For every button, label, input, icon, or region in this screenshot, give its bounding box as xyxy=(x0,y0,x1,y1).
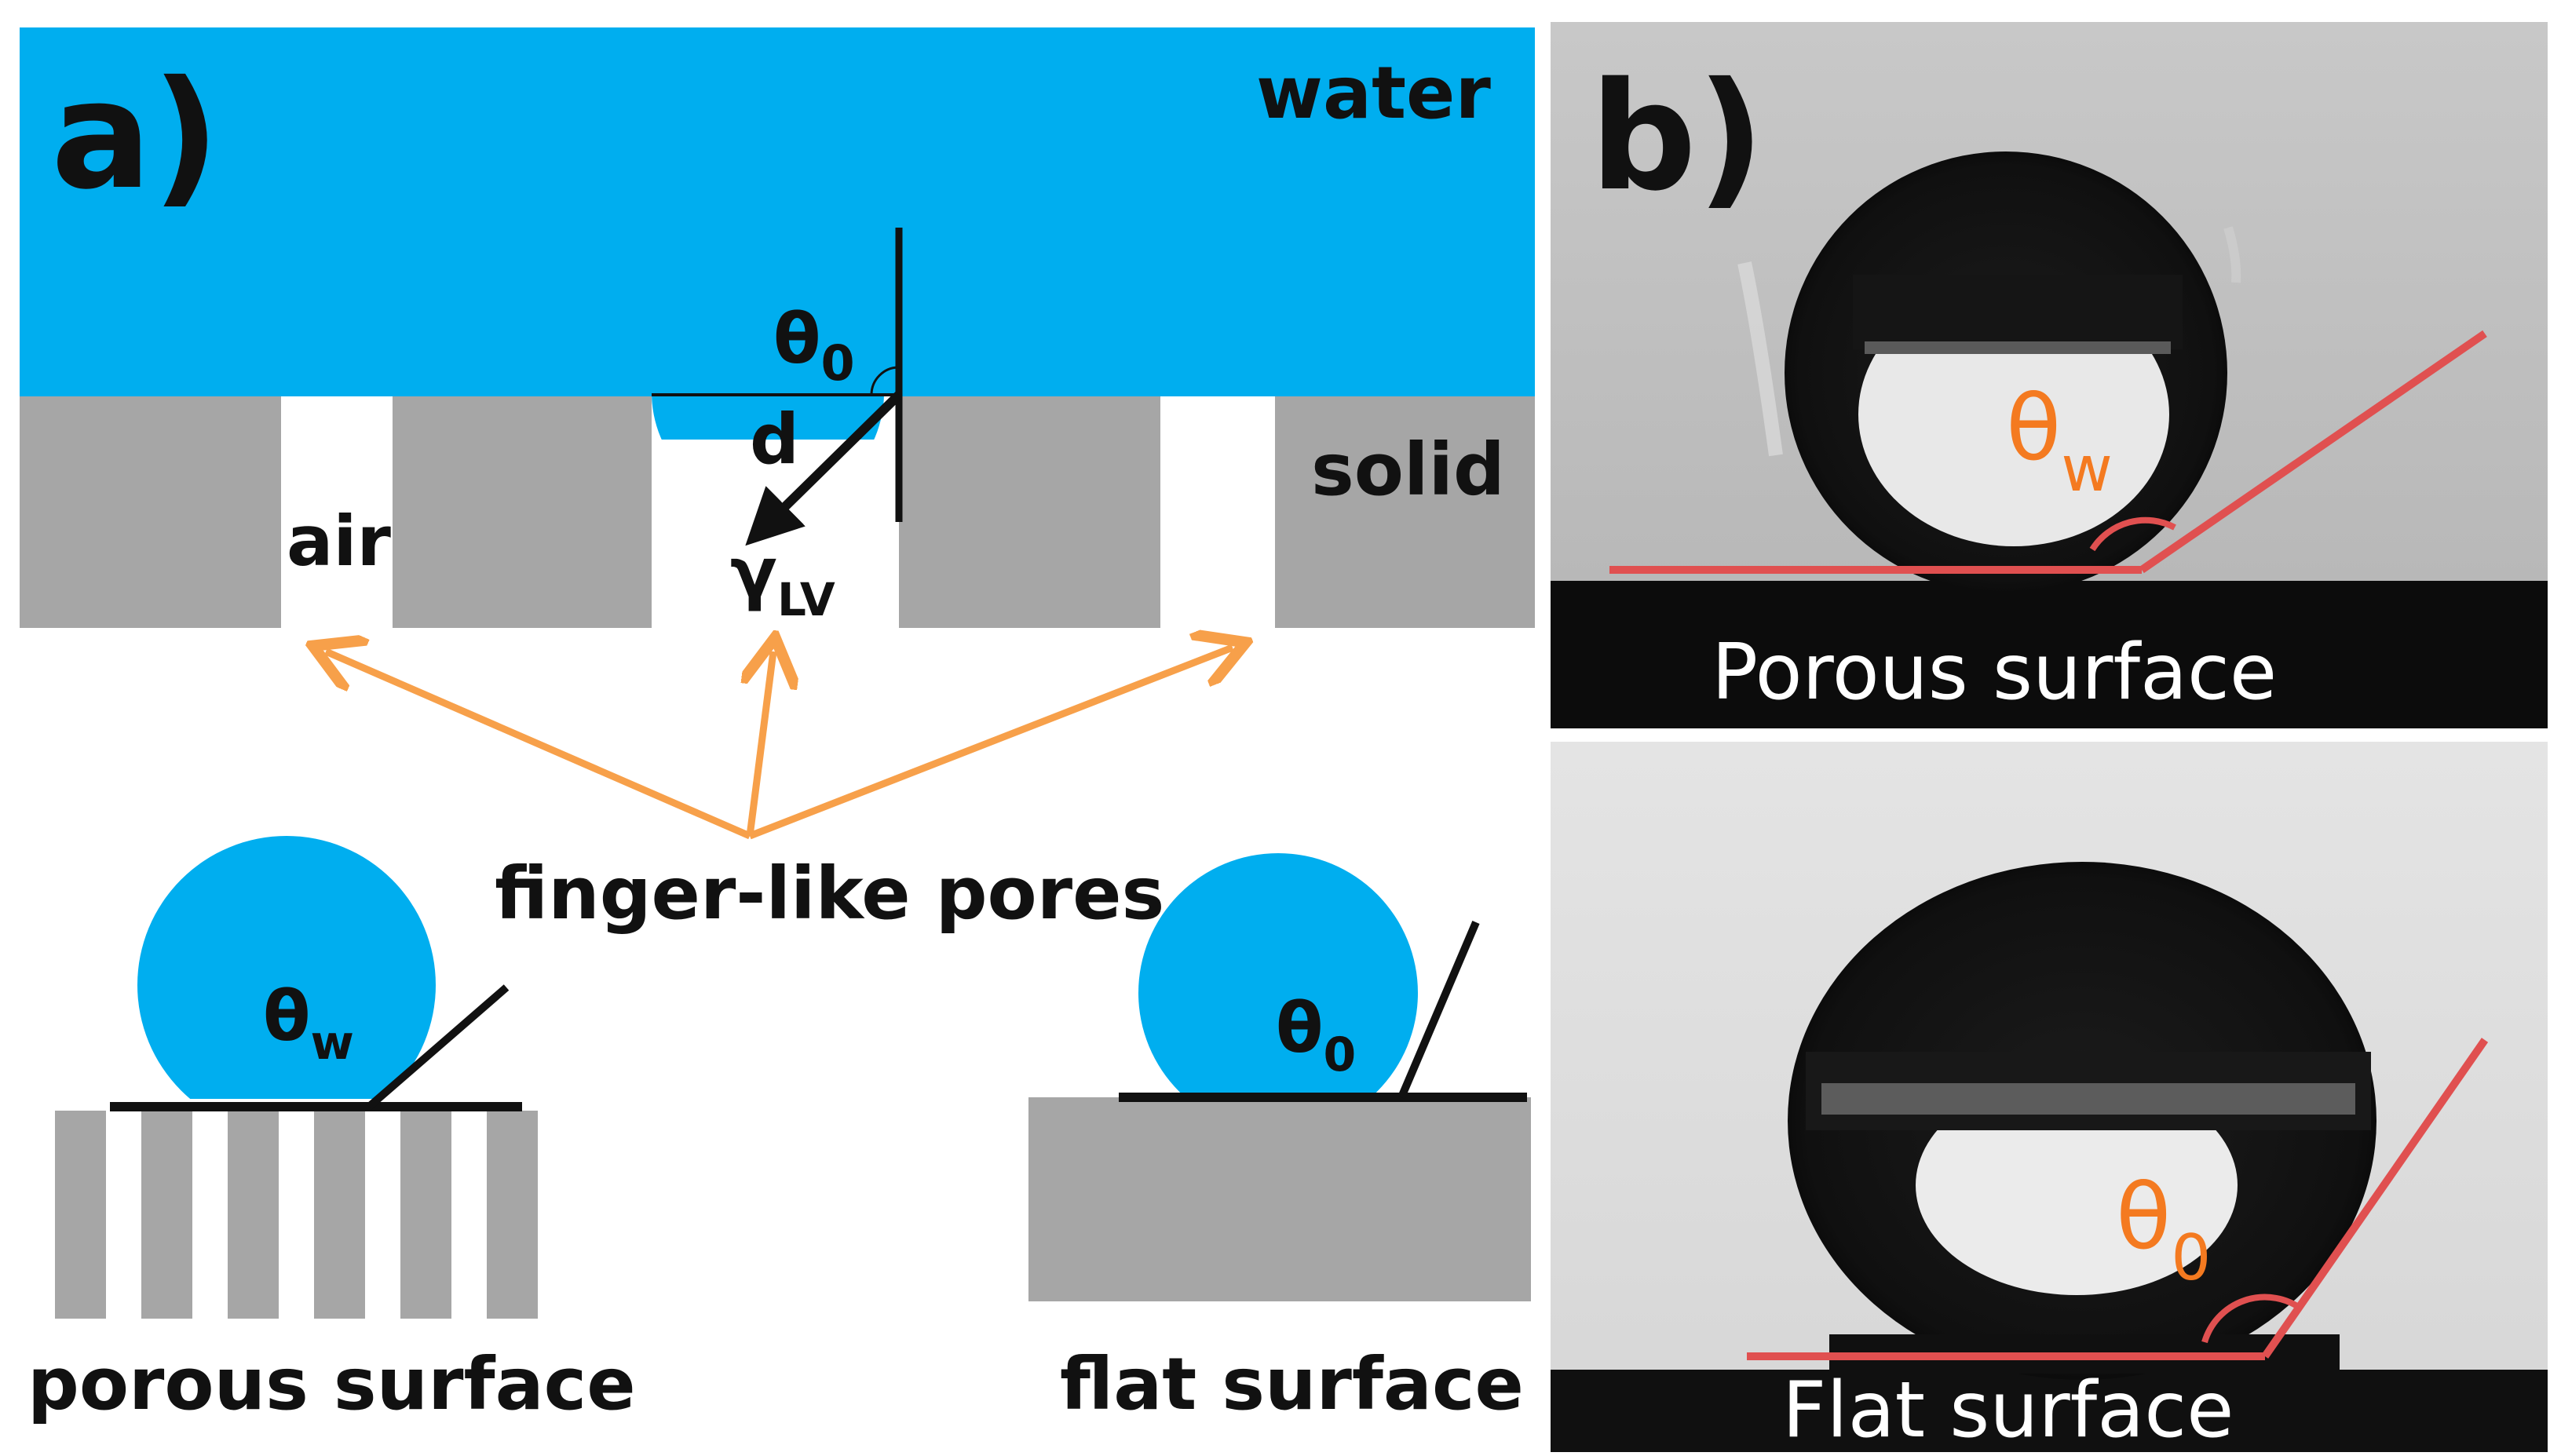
theta0-arc xyxy=(870,366,900,396)
panel-b-label: b) xyxy=(1590,50,1765,224)
air-label: air xyxy=(287,501,392,582)
porous-surface-inset: θw porous surface xyxy=(27,836,636,1426)
tangent-line xyxy=(2139,330,2487,574)
porous-surface-photo-caption: Porous surface xyxy=(1712,628,2277,717)
droplet xyxy=(137,836,436,1134)
d-label: d xyxy=(750,399,799,480)
theta0-arc xyxy=(2201,1294,2304,1344)
substrate xyxy=(1551,581,2548,728)
tangent-line xyxy=(2261,1038,2489,1359)
panel-a: a) water solid air d θ0 γLV finger-like … xyxy=(20,27,1535,1426)
flat-surface-photo-caption: Flat surface xyxy=(1782,1366,2234,1455)
theta0-flat-label: θ0 xyxy=(1276,987,1356,1082)
panel-a-label: a) xyxy=(51,49,220,222)
panel-b-top-photo: θw Porous surface b) xyxy=(1551,22,2548,728)
solid-block xyxy=(899,396,1160,628)
porous-pillars xyxy=(55,1111,538,1319)
flat-surface-caption: flat surface xyxy=(1060,1342,1524,1426)
finger-like-pores-label: finger-like pores xyxy=(495,852,1164,936)
theta0-label: θ0 xyxy=(773,298,855,392)
gamma-lv-label: γLV xyxy=(730,532,835,626)
pore-arrow-left xyxy=(326,651,751,840)
droplet xyxy=(1138,853,1418,1133)
theta-w-label: θw xyxy=(263,976,354,1071)
theta-w-arc xyxy=(2089,516,2176,552)
solid-block xyxy=(393,396,652,628)
pore-arrow-right xyxy=(748,648,1233,840)
porous-surface-caption: porous surface xyxy=(27,1342,636,1426)
flat-surface-inset: θ0 flat surface xyxy=(1028,853,1531,1426)
substrate xyxy=(1551,1370,2548,1452)
solid-block xyxy=(1275,396,1535,628)
water-label: water xyxy=(1256,51,1491,135)
solid-block xyxy=(20,396,281,628)
porous-tangent-line xyxy=(366,984,510,1110)
pore-arrow-center xyxy=(750,651,773,837)
theta-w-photo-label: θw xyxy=(2006,376,2113,505)
solid-label: solid xyxy=(1311,428,1505,512)
panel-b-bottom-photo: θ0 Flat surface xyxy=(1551,742,2548,1455)
water-layer xyxy=(20,27,1535,396)
theta0-photo-label: θ0 xyxy=(2116,1165,2211,1294)
gamma-lv-arrow[interactable] xyxy=(745,391,903,546)
flat-tangent-line xyxy=(1397,921,1480,1099)
